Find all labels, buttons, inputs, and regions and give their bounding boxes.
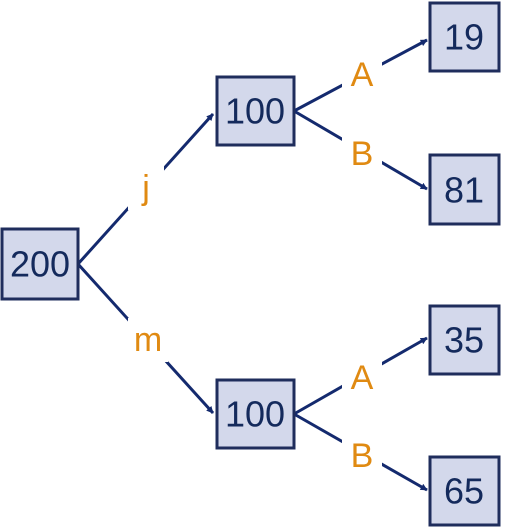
node-box-j [215, 75, 296, 147]
node-box-j-a [428, 1, 501, 73]
node-j-b: 81 [444, 170, 484, 211]
edge-label-m-a: A [351, 359, 374, 397]
node-box-m-b [428, 455, 501, 527]
edge-label-j-b: B [351, 135, 374, 173]
node-box-m [215, 378, 296, 450]
node-box-m-a [428, 304, 501, 376]
edge-label-j: j [141, 169, 150, 207]
node-root: 200 [10, 244, 70, 285]
node-box-j-b [428, 153, 501, 226]
node-m: 100 [225, 394, 285, 435]
edge-label-m-b: B [351, 437, 374, 475]
node-j-a: 19 [444, 17, 484, 58]
node-box-root [0, 227, 80, 301]
node-m-b: 65 [444, 471, 484, 512]
node-j: 100 [225, 91, 285, 132]
edge-label-m: m [134, 321, 162, 359]
edge-label-j-a: A [351, 56, 374, 94]
node-m-a: 35 [444, 320, 484, 361]
